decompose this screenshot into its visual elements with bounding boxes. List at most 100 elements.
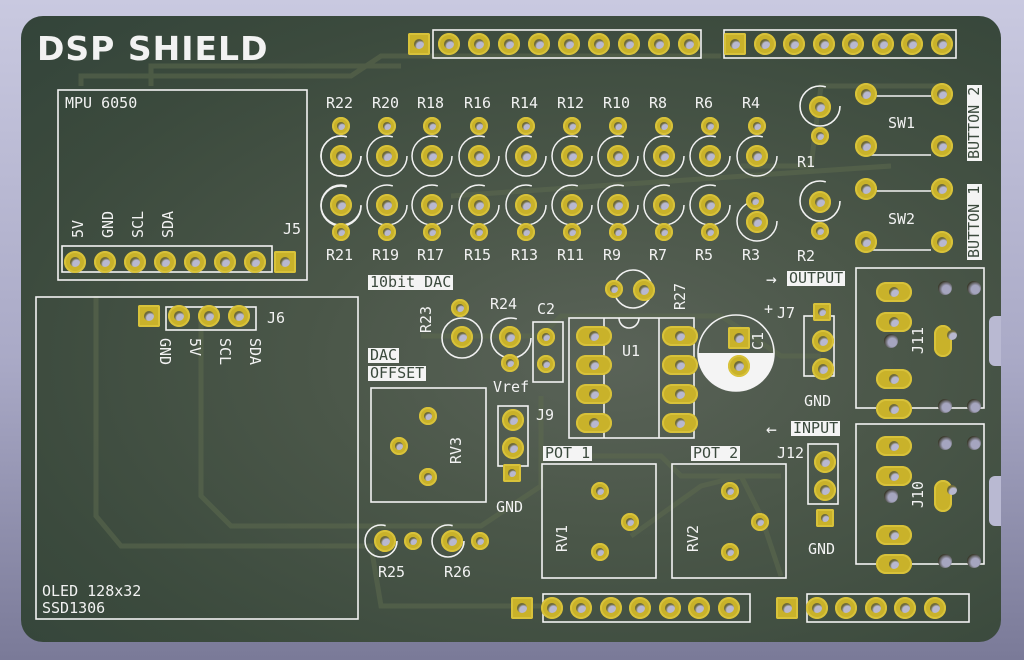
r26-ref: R26 [444,563,472,581]
resistor-ref: R18 [417,94,445,112]
j10-pad [876,466,912,486]
c2-ref: C2 [537,300,556,318]
sw1-ref: SW1 [888,114,916,132]
top-left-header-pin [558,33,580,55]
resistor-outline [689,135,731,177]
j11-sleeve-pad [934,325,957,357]
j6-pin [168,305,190,327]
resistor-ref: R9 [603,246,622,264]
resistor-ref: R4 [742,94,761,112]
mounting-hole [884,334,898,348]
sw1-pad [931,135,953,157]
resistor-pad [561,145,583,167]
silk-outlines [35,29,985,623]
oled-outline [35,296,359,620]
u1-pin [662,326,698,346]
mpu-label: MPU 6050 [65,94,138,112]
resistor-ref: R19 [372,246,400,264]
j10-pad [876,525,912,545]
resistor-pad [653,145,675,167]
sw1-pad [855,135,877,157]
resistor-ref: R16 [464,94,492,112]
u1-pin [576,384,612,404]
top-left-header-pin [468,33,490,55]
j11-pad [876,282,912,302]
j7-pin [813,303,831,321]
resistor-pad [332,117,350,135]
j9-pin [503,464,521,482]
board-edge-notch [989,476,1001,526]
top-left-header-pin [678,33,700,55]
j5-pin [64,251,86,273]
sw2-ref: SW2 [888,210,916,228]
j11-ref: J11 [909,326,927,354]
bottom-left-header-pin [658,597,681,619]
bottom-left-header-pin [688,597,710,619]
bottom-right-header-pin [776,597,798,619]
j5-pin [274,251,296,273]
top-left-header-pin [528,33,550,55]
r26-pad [441,530,463,552]
resistor-ref: R14 [511,94,539,112]
bottom-right-header-pin [835,597,857,619]
resistor-pad [468,194,490,216]
top-right-header-pin [753,33,776,55]
rv3-pad [390,437,408,455]
rv2-pad [721,543,739,561]
j12-pin [814,479,836,501]
r26-pad [471,532,489,550]
u1-pin [662,384,698,404]
sw1-pad [855,83,877,105]
u1-pin [662,355,698,375]
top-left-header-pin [588,33,610,55]
j5-pin [124,251,146,273]
resistor-outline [411,135,453,177]
resistor-ref: R12 [557,94,585,112]
resistor-pad [609,117,627,135]
resistor-ref: R7 [649,246,668,264]
mounting-hole [938,554,952,568]
resistor-ref: R22 [326,94,354,112]
bottom-right-header-pin [923,597,946,619]
oled-label-2: SSD1306 [42,599,106,617]
resistor-ref: R15 [464,246,492,264]
r27-ref: R27 [671,282,689,310]
resistor-pad [517,223,535,241]
resistor-ref: R8 [649,94,668,112]
j7-pin [812,330,834,352]
resistor-pad [699,194,721,216]
r1-pad [809,96,831,118]
output-arrow-icon: → [766,269,777,290]
resistor-pad [655,223,673,241]
rv1-pad [591,482,609,500]
mpu-pin-label: GND [99,210,117,238]
oled-pin-label: GND [156,338,174,366]
mounting-hole [967,281,981,295]
resistor-ref: R11 [557,246,585,264]
rv3-ref: RV3 [447,436,465,464]
output-label: OUTPUT [787,269,846,287]
rv2-pad [721,482,739,500]
bottom-left-header-pin [570,597,592,619]
resistor-pad [655,117,673,135]
dac-offset-label-1: DAC [368,346,400,364]
oled-label-1: OLED 128x32 [42,582,142,600]
resistor-pad [423,223,441,241]
rv3-pad [419,468,437,486]
sw2-pad [855,231,877,253]
top-left-header-pin [618,33,640,55]
bottom-right-header-pin [864,597,887,619]
button2-label: BUTTON 2 [965,84,983,161]
resistor-pad [330,145,352,167]
rv3-outline [370,387,487,503]
rv2-ref: RV2 [684,524,702,552]
resistor-pad [748,117,766,135]
resistor-pad [330,194,352,216]
r23-pad [451,326,473,348]
resistor-pad [376,194,398,216]
resistor-pad [423,117,441,135]
oled-pin-label: SDA [246,338,264,366]
u1-ref: U1 [622,342,641,360]
rv1-outline [541,463,657,579]
mounting-hole [938,281,952,295]
